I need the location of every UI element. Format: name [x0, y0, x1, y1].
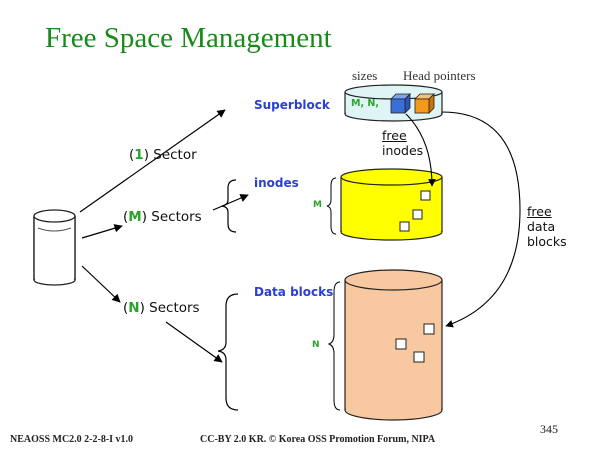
- disk-icon: [33, 209, 76, 286]
- inodes-small-brace: [326, 177, 337, 235]
- inodes-count-var: M: [313, 200, 322, 210]
- head-pointers-label: Head pointers: [403, 68, 476, 83]
- inodes-label: inodes: [254, 176, 299, 190]
- free-block-square: [395, 338, 407, 350]
- inodes-cylinder: [340, 168, 443, 241]
- datablocks-brace: [217, 293, 239, 411]
- sectors-m-label: (M) Sectors: [123, 209, 202, 225]
- free-data-blocks-note: free data blocks: [527, 204, 567, 249]
- superblock-fields: M, N,: [351, 98, 379, 109]
- slide-title: Free Space Management: [45, 22, 332, 54]
- footer-center: CC-BY 2.0 KR. © Korea OSS Promotion Foru…: [200, 434, 436, 445]
- free-block-square: [423, 323, 435, 335]
- free-inode-square: [420, 190, 431, 201]
- superblock-label: Superblock: [254, 98, 330, 112]
- free-blocks-pointer-arrow: [441, 111, 521, 328]
- datablocks-count-var: N: [312, 340, 320, 350]
- free-inode-square: [412, 209, 423, 220]
- free-block-square: [413, 351, 425, 363]
- free-inodes-pointer-arrow: [405, 113, 436, 187]
- page-number: 345: [540, 422, 558, 436]
- inodes-brace: [221, 179, 237, 233]
- datablocks-small-brace: [327, 281, 341, 411]
- free-inodes-note: free inodes: [382, 128, 424, 158]
- orange-cube-icon: [414, 93, 435, 114]
- footer-left: NEAOSS MC2.0 2-2-8-I v1.0: [10, 434, 134, 445]
- free-inode-square: [399, 221, 410, 232]
- arrow-sectors-n-to-datablocks: [165, 321, 223, 363]
- sectors-n-label: (N) Sectors: [123, 300, 200, 316]
- sector-one-label: (1) Sector: [129, 147, 197, 163]
- datablocks-cylinder: [344, 269, 443, 421]
- arrow-disk-to-sector-1: [79, 109, 226, 213]
- arrow-disk-to-sectors-n: [81, 265, 121, 303]
- arrow-sectors-m-to-inodes: [212, 194, 249, 211]
- sizes-label: sizes: [352, 68, 378, 83]
- arrow-disk-to-sectors-m: [81, 224, 123, 239]
- blue-cube-icon: [390, 93, 411, 114]
- data-blocks-label: Data blocks: [254, 285, 334, 299]
